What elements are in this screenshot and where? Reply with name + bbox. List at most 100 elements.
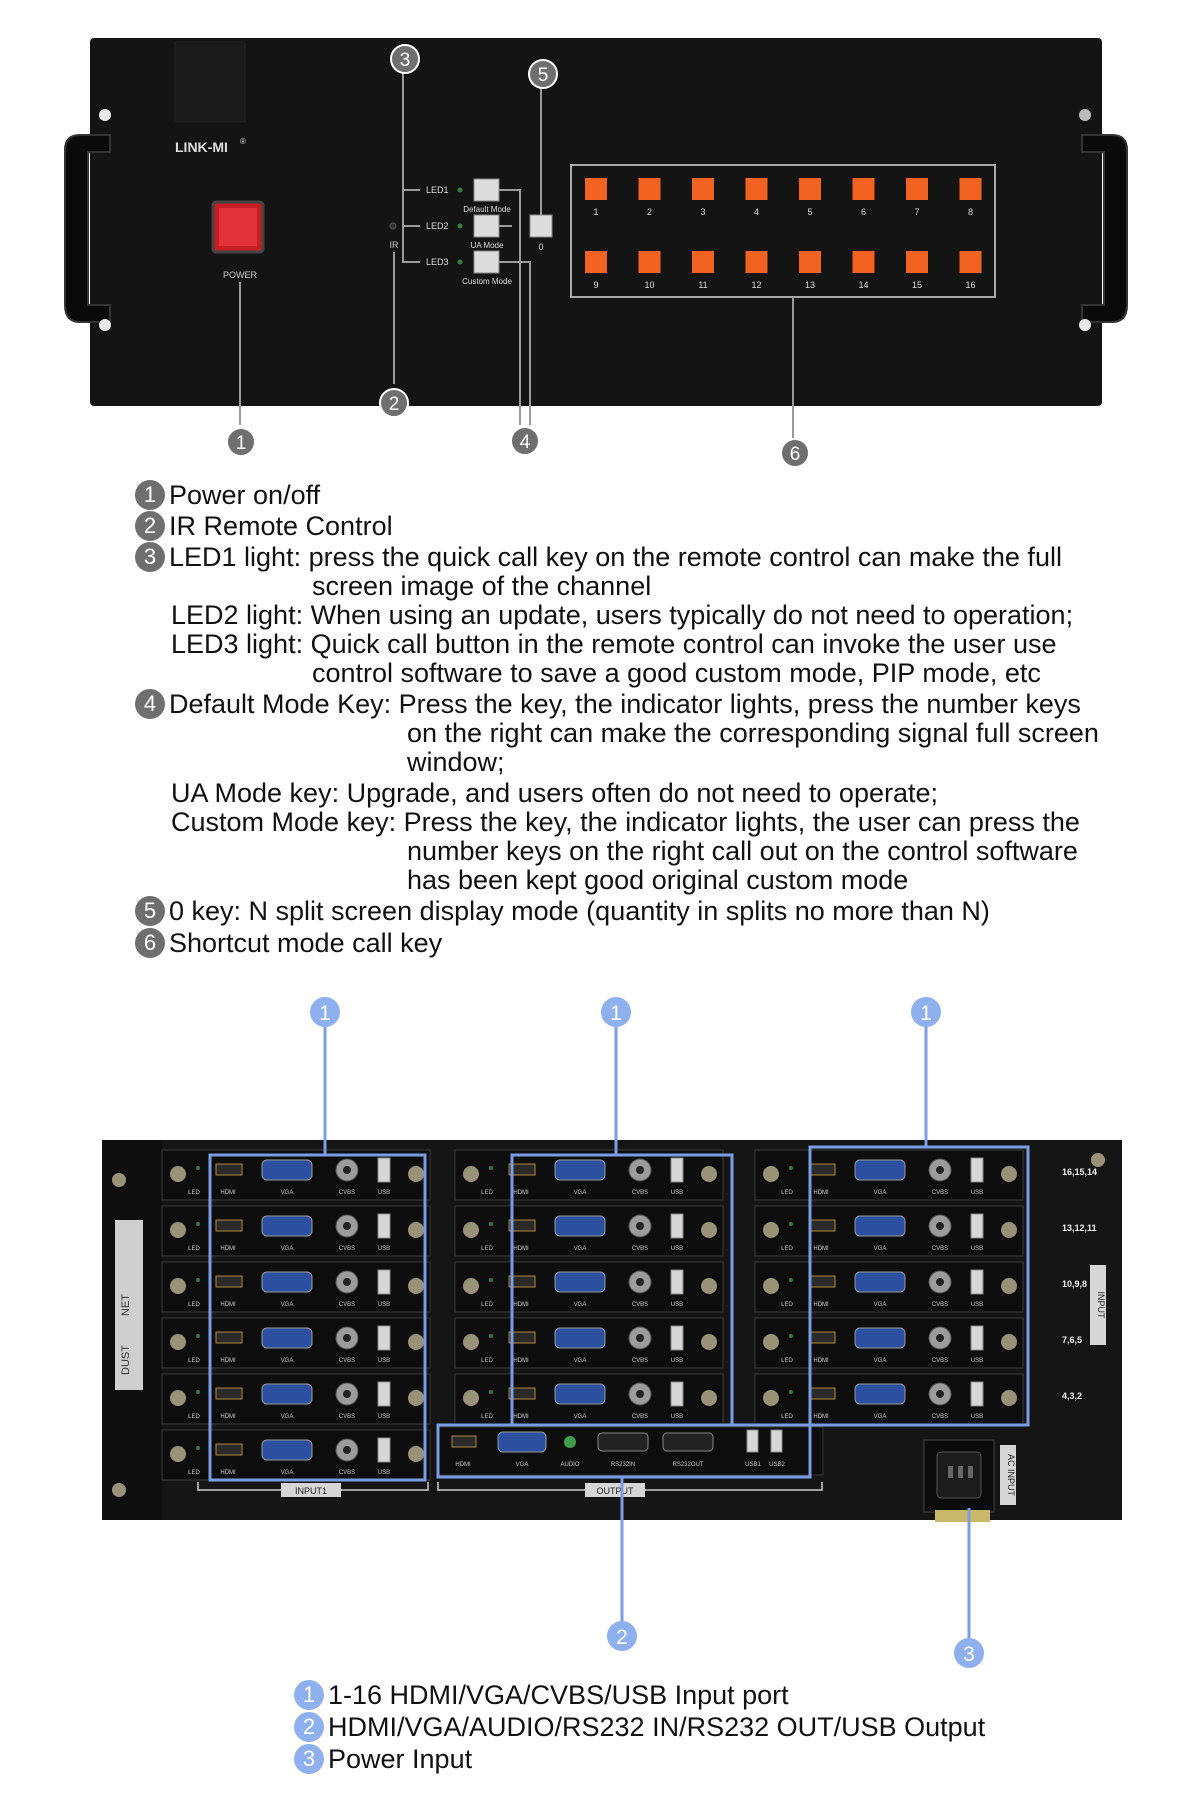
rs232out-port (662, 1432, 714, 1452)
port-label: LED (481, 1302, 493, 1308)
hdmi-port (508, 1275, 536, 1288)
ua-mode-key[interactable] (473, 214, 500, 238)
svg-text:1: 1 (236, 433, 247, 454)
thumb-screw (463, 1390, 479, 1406)
thumb-screw (763, 1390, 779, 1406)
led2-label: LED2 (426, 221, 449, 231)
usb-port (970, 1381, 984, 1407)
number-key-label: 10 (644, 280, 654, 290)
port-label: USB (671, 1246, 683, 1252)
port-label: HDMI (220, 1358, 236, 1364)
cvbs-port-center (343, 1390, 351, 1398)
output-port-label: RS232IN (611, 1462, 635, 1468)
legend-text: Power on/off (169, 480, 321, 510)
number-key-6[interactable] (852, 178, 875, 200)
custom-mode-key[interactable] (473, 250, 500, 274)
thumb-screw (170, 1390, 186, 1406)
number-key-12[interactable] (745, 251, 768, 273)
row-group-labels: 16,15,14 13,12,11 10,9,8 7,6,5 4,3,2 (1062, 1167, 1097, 1401)
port-label: USB (671, 1414, 683, 1420)
port-label: VGA (574, 1190, 587, 1196)
port-label: HDMI (813, 1302, 829, 1308)
zero-key[interactable] (529, 214, 553, 238)
usb-port (970, 1325, 984, 1351)
usb-port (377, 1157, 391, 1183)
svg-text:2: 2 (616, 1626, 628, 1649)
port-label: VGA (574, 1302, 587, 1308)
audio-port (564, 1436, 576, 1448)
legend-led2: LED2 light: When using an update, users … (171, 600, 1074, 630)
number-key-2[interactable] (638, 178, 661, 200)
port-label: HDMI (220, 1470, 236, 1476)
thumb-screw (1001, 1166, 1017, 1182)
number-key-16[interactable] (959, 251, 982, 273)
card-led (196, 1446, 200, 1450)
usb-port (670, 1381, 684, 1407)
hdmi-port (215, 1331, 243, 1344)
number-key-10[interactable] (638, 251, 661, 273)
row-group-label: 10,9,8 (1062, 1279, 1087, 1289)
port-label: LED (781, 1246, 793, 1252)
number-key-9[interactable] (585, 251, 607, 273)
legend-led3-cont: control software to save a good custom m… (312, 658, 1041, 688)
svg-text:1: 1 (920, 1002, 932, 1025)
port-label: CVBS (339, 1246, 355, 1252)
port-label: CVBS (932, 1190, 948, 1196)
usb-port (970, 1157, 984, 1183)
number-key-14[interactable] (852, 251, 875, 273)
legend-led1-cont: screen image of the channel (312, 571, 652, 601)
number-key-5[interactable] (799, 178, 821, 200)
port-label: USB (378, 1414, 390, 1420)
led1-indicator (457, 187, 463, 193)
number-key-3[interactable] (692, 178, 714, 200)
card-led (789, 1334, 793, 1338)
rear-callout-1c: 1 (911, 997, 941, 1027)
usb-port (377, 1325, 391, 1351)
number-key-7[interactable] (906, 178, 928, 200)
mount-hole (1079, 109, 1091, 121)
port-label: CVBS (932, 1414, 948, 1420)
port-label: USB (378, 1246, 390, 1252)
output-port-label: AUDIO (560, 1462, 579, 1468)
legend-ua-mode: UA Mode key: Upgrade, and users often do… (171, 778, 939, 808)
legend-text: LED1 light: press the quick call key on … (169, 542, 1062, 572)
number-key-15[interactable] (906, 251, 928, 273)
thumb-screw (701, 1390, 717, 1406)
input-side-label: INPUT (1096, 1292, 1106, 1320)
port-label: USB (671, 1358, 683, 1364)
thumb-screw (463, 1334, 479, 1350)
port-label: USB (378, 1358, 390, 1364)
svg-text:6: 6 (790, 444, 801, 465)
number-key-13[interactable] (799, 251, 821, 273)
output-plate (585, 1483, 645, 1497)
usb-port (377, 1269, 391, 1295)
rear-callout-2: 2 (607, 1621, 637, 1651)
number-key-label: 5 (807, 207, 812, 217)
thumb-screw (1001, 1222, 1017, 1238)
vga-port (261, 1215, 313, 1237)
usb-port (970, 1269, 984, 1295)
port-label: VGA (281, 1302, 294, 1308)
card-led (196, 1390, 200, 1394)
thumb-screw (763, 1222, 779, 1238)
number-key-4[interactable] (745, 178, 768, 200)
chassis-screw (1091, 1153, 1105, 1167)
hdmi-port (215, 1163, 243, 1176)
thumb-screw (408, 1390, 424, 1406)
default-mode-key[interactable] (473, 178, 500, 202)
cvbs-port-center (636, 1334, 644, 1342)
thumb-screw (701, 1278, 717, 1294)
svg-text:3: 3 (400, 50, 411, 71)
number-key-label: 2 (647, 207, 652, 217)
number-key-11[interactable] (692, 251, 714, 273)
thumb-screw (763, 1334, 779, 1350)
port-label: USB (671, 1302, 683, 1308)
front-panel-diagram: LINK-MI ® POWER IR LED1 LED2 LED3 Defaul… (64, 38, 1128, 468)
number-key-1[interactable] (585, 178, 607, 200)
rear-callout-3: 3 (954, 1638, 984, 1668)
number-key-8[interactable] (959, 178, 982, 200)
